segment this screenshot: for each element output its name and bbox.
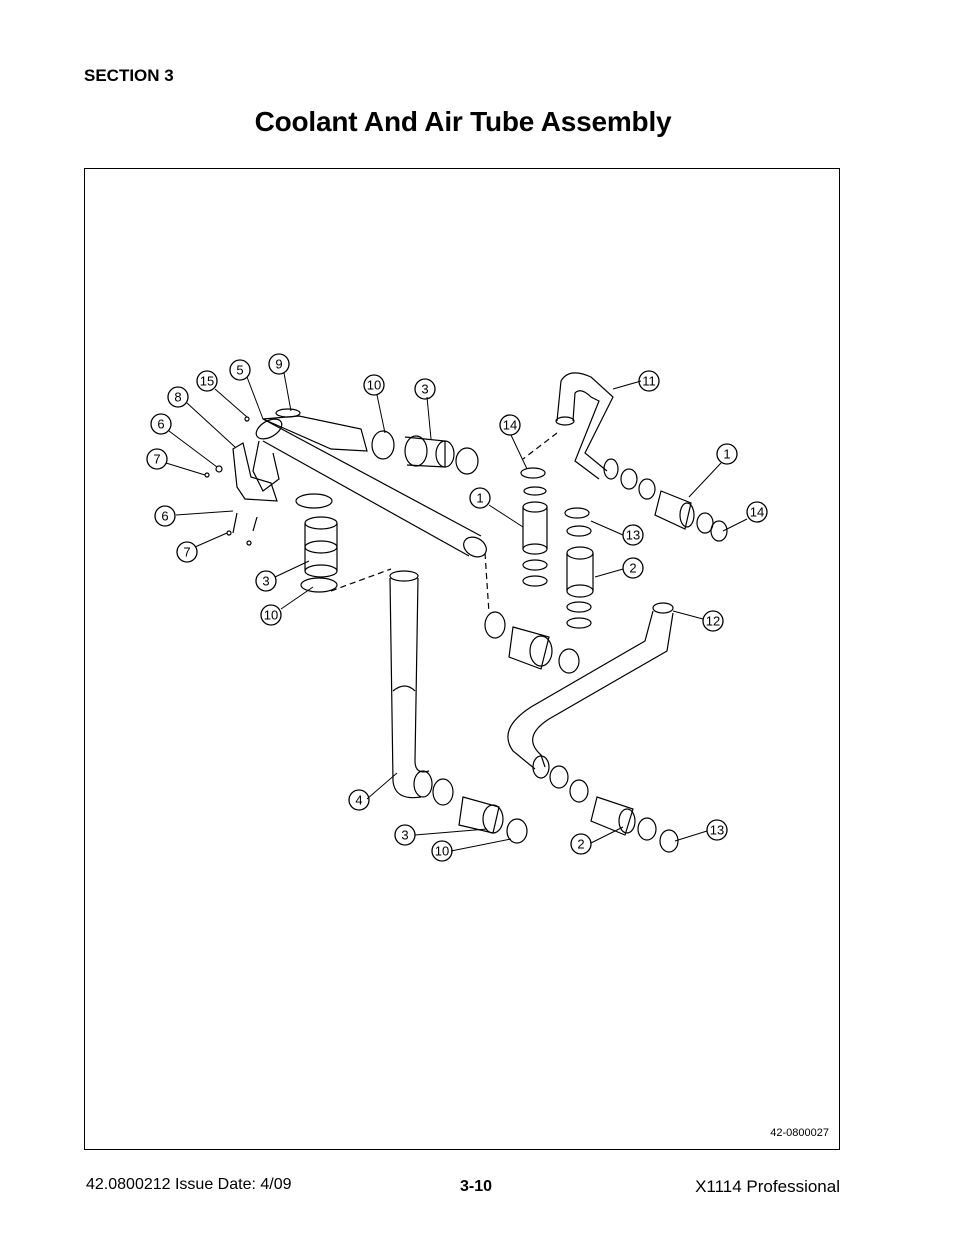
callout-bubble: [746, 501, 768, 523]
callout-bubble: [702, 610, 724, 632]
callout-number: 2: [577, 837, 584, 852]
document-number: 42.0800212 Issue Date: 4/09: [86, 1176, 292, 1193]
callout-bubble: [268, 353, 290, 375]
callout-number: 14: [750, 505, 764, 520]
callout-bubble: [394, 824, 416, 846]
callout-number: 6: [161, 509, 168, 524]
callout-number: 13: [626, 528, 640, 543]
callout-number: 11: [642, 374, 656, 389]
callout-number: 3: [262, 574, 269, 589]
exploded-parts-diagram: 15 5 9 8 6 7 6 7 3 10 10 3 14 1 11 1 14 …: [146, 353, 768, 862]
callout-bubble: [716, 443, 738, 465]
lower-right-coupler-group: [549, 765, 679, 853]
callout-number: 10: [435, 844, 449, 859]
callout-bubble: [348, 789, 370, 811]
callout-number: 13: [710, 823, 724, 838]
callout-bubble: [260, 604, 282, 626]
page-title: Coolant And Air Tube Assembly: [254, 106, 672, 137]
callout-number: 9: [275, 357, 282, 372]
callout-number: 10: [367, 378, 381, 393]
callout-number: 4: [355, 793, 362, 808]
callout-number: 10: [264, 608, 278, 623]
callout-bubble: [154, 505, 176, 527]
callout-bubble: [150, 413, 172, 435]
callout-leaders: [165, 372, 748, 852]
callout-number: 1: [723, 447, 730, 462]
callout-bubble: [146, 448, 168, 470]
product-name: X1114 Professional: [695, 1177, 840, 1196]
callout-bubble: [255, 570, 277, 592]
callout-number: 5: [236, 363, 243, 378]
callout-numbers: 15 5 9 8 6 7 6 7 3 10 10 3 14 1 11 1 14 …: [153, 357, 764, 859]
callout-number: 2: [629, 561, 636, 576]
upper-right-elbow-tube: [555, 372, 728, 542]
lower-air-tube: [507, 602, 674, 779]
callout-number: 3: [421, 382, 428, 397]
section-label: SECTION 3: [84, 66, 174, 85]
figure-frame: 15 5 9 8 6 7 6 7 3 10 10 3 14 1 11 1 14 …: [84, 168, 840, 1150]
callout-bubble: [706, 819, 728, 841]
callout-number: 12: [706, 614, 720, 629]
upper-coupler-group: [371, 430, 479, 475]
callout-number: 3: [401, 828, 408, 843]
callout-bubble: [431, 840, 453, 862]
callout-bubble: [363, 374, 385, 396]
callout-bubble: [176, 541, 198, 563]
callout-bubble: [414, 378, 436, 400]
callout-bubble: [638, 370, 660, 392]
page-number: 3-10: [460, 1178, 493, 1195]
lower-left-coupler-group: [432, 778, 528, 844]
callout-number: 7: [153, 452, 160, 467]
center-hose-stack: [520, 467, 548, 587]
callout-number: 6: [157, 417, 164, 432]
right-hose-stack: [564, 507, 594, 629]
callout-number: 8: [174, 390, 181, 405]
left-coupler-stack: [295, 493, 392, 593]
callout-bubble: [196, 370, 218, 392]
figure-number: 42-0800027: [770, 1127, 829, 1139]
callout-number: 1: [476, 491, 483, 506]
mounting-bracket: [204, 416, 278, 546]
callout-bubble: [469, 487, 491, 509]
callout-number: 14: [503, 418, 517, 433]
middle-coupler-group: [484, 611, 580, 674]
callout-bubbles: [146, 353, 768, 862]
callout-number: 15: [200, 374, 214, 389]
main-air-tube: [252, 408, 487, 558]
callout-number: 7: [183, 545, 190, 560]
callout-bubble: [622, 524, 644, 546]
vertical-coolant-tube: [389, 570, 433, 799]
callout-bubble: [167, 386, 189, 408]
callout-bubble: [229, 359, 251, 381]
callout-bubble: [570, 833, 592, 855]
callout-bubble: [499, 414, 521, 436]
callout-bubble: [622, 557, 644, 579]
